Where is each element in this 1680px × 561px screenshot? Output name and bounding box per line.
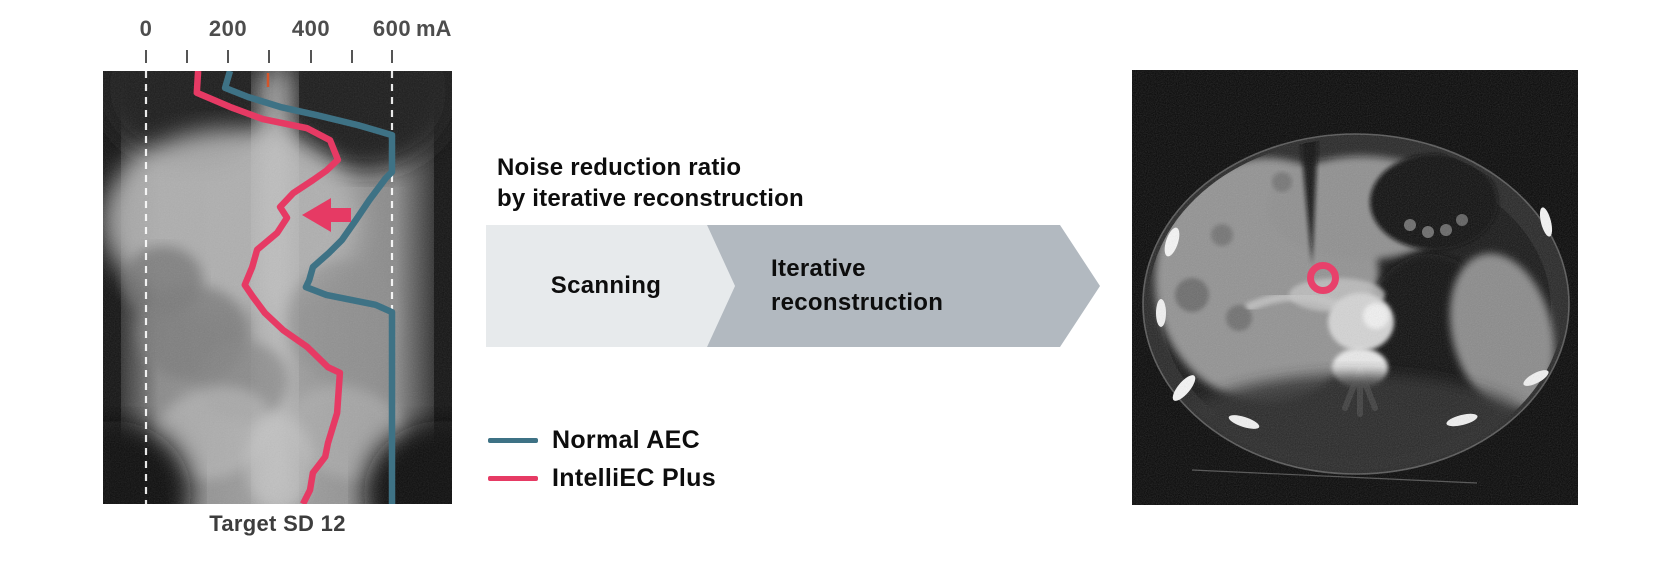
process-arrow-banner <box>486 225 1100 347</box>
axis-tick <box>351 50 353 63</box>
axis-tick <box>145 50 147 63</box>
axis-unit-label: mA <box>416 16 452 41</box>
axis-tick <box>310 50 312 63</box>
intelliec-plus-curve <box>193 71 344 504</box>
legend-item-intelliec-plus: IntelliEC Plus <box>488 462 716 494</box>
axis-tick <box>227 50 229 63</box>
iterative-step-label-line2: reconstruction <box>771 289 944 316</box>
iterative-step-label-line1: Iterative <box>771 255 866 282</box>
scanning-step-shape <box>486 225 735 347</box>
scanning-step-label: Scanning <box>550 272 662 299</box>
axial-ct-image <box>1132 70 1578 505</box>
normal-aec-label: Normal AEC <box>552 425 700 454</box>
axis-label-0: 0 <box>139 16 153 41</box>
scout-caption: Target SD 12 <box>209 511 346 536</box>
process-arrow-svg <box>486 225 1100 347</box>
ct-svg <box>1132 70 1578 505</box>
scout-svg <box>103 71 452 504</box>
roi-circle-annotation <box>1307 262 1339 294</box>
flow-title-line1: Noise reduction ratio <box>497 154 742 181</box>
axis-tick <box>186 50 188 63</box>
axis-tick <box>391 50 393 63</box>
intelliec-plus-label: IntelliEC Plus <box>552 463 716 492</box>
iterative-step-label: Iterative reconstruction <box>771 252 943 320</box>
axis-label-400: 400 <box>291 16 331 41</box>
axis-tick <box>268 50 270 63</box>
legend-item-normal-aec: Normal AEC <box>488 424 716 456</box>
normal-aec-line-swatch <box>488 437 538 443</box>
flow-title: Noise reduction ratio by iterative recon… <box>497 152 804 214</box>
flow-title-line2: by iterative reconstruction <box>497 185 804 212</box>
intelliec-plus-line-swatch <box>488 475 538 481</box>
legend: Normal AEC IntelliEC Plus <box>488 424 716 500</box>
scout-radiograph-image <box>103 71 452 504</box>
dose-reduction-arrow-icon <box>302 198 351 232</box>
iterative-step-arrow-shape <box>707 225 1100 347</box>
normal-aec-curve <box>221 71 396 504</box>
axis-label-600: 600 <box>372 16 412 41</box>
axis-label-200: 200 <box>208 16 248 41</box>
